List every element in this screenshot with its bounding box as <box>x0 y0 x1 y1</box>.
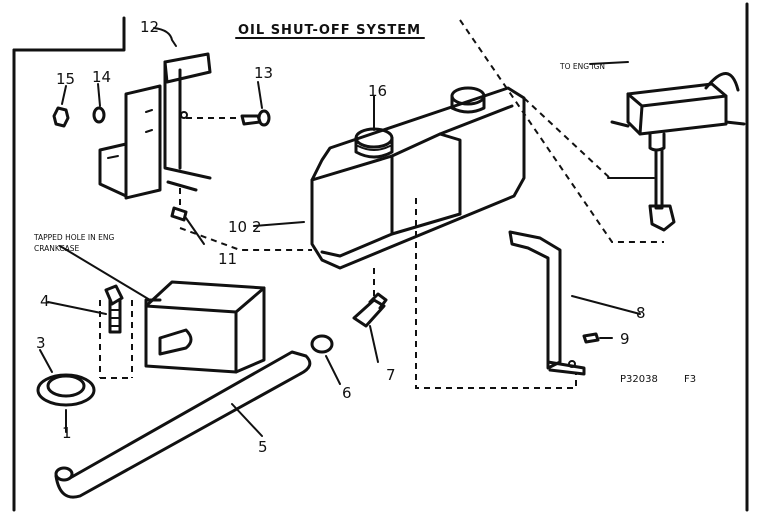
screw-part-9 <box>582 332 600 344</box>
label-part-16: 16 <box>368 82 387 100</box>
figure-id: P32038 <box>620 374 658 385</box>
label-part-13: 13 <box>254 64 273 82</box>
grommet-part-3 <box>36 373 96 433</box>
label-part-5: 5 <box>258 438 268 456</box>
label-part-2: 2 <box>252 218 262 236</box>
tank-filler-neck <box>450 86 486 114</box>
note-to-eng-ign: TO ENG IGN <box>559 62 605 71</box>
oil-level-switch <box>607 72 746 232</box>
nut-part-15 <box>52 106 70 128</box>
oil-tank-part-2 <box>310 86 526 270</box>
figure-code: F3 <box>684 374 696 385</box>
label-part-11: 11 <box>218 250 237 268</box>
frame <box>12 2 749 512</box>
clamp-part-6 <box>310 334 334 354</box>
label-part-9: 9 <box>620 330 630 348</box>
label-part-12: 12 <box>140 18 159 36</box>
label-part-1: 1 <box>62 424 72 442</box>
label-part-8: 8 <box>636 304 646 322</box>
screw-part-13 <box>186 109 271 127</box>
label-part-10: 10 <box>228 218 247 236</box>
screw-part-11 <box>170 188 205 245</box>
diagram-title: OIL SHUT-OFF SYSTEM <box>238 23 421 38</box>
leader-lines <box>39 27 641 437</box>
mounting-bracket-part-12 <box>98 52 212 200</box>
fitting-part-4 <box>104 284 124 334</box>
label-part-15: 15 <box>56 70 75 88</box>
bracket-part-8 <box>508 230 586 376</box>
washer-part-14 <box>92 106 106 124</box>
hose-part-5 <box>54 350 312 499</box>
note-tapped-hole-line2: CRANKCASE <box>34 244 80 253</box>
assembly-lines <box>99 19 664 389</box>
label-part-6: 6 <box>342 384 352 402</box>
valve-part-7 <box>352 292 388 328</box>
note-tapped-hole-line1: TAPPED HOLE IN ENG <box>33 233 114 242</box>
label-part-14: 14 <box>92 68 111 86</box>
label-part-3: 3 <box>36 334 46 352</box>
label-part-7: 7 <box>386 366 396 384</box>
engine-block-section <box>144 280 266 374</box>
label-part-4: 4 <box>40 292 50 310</box>
